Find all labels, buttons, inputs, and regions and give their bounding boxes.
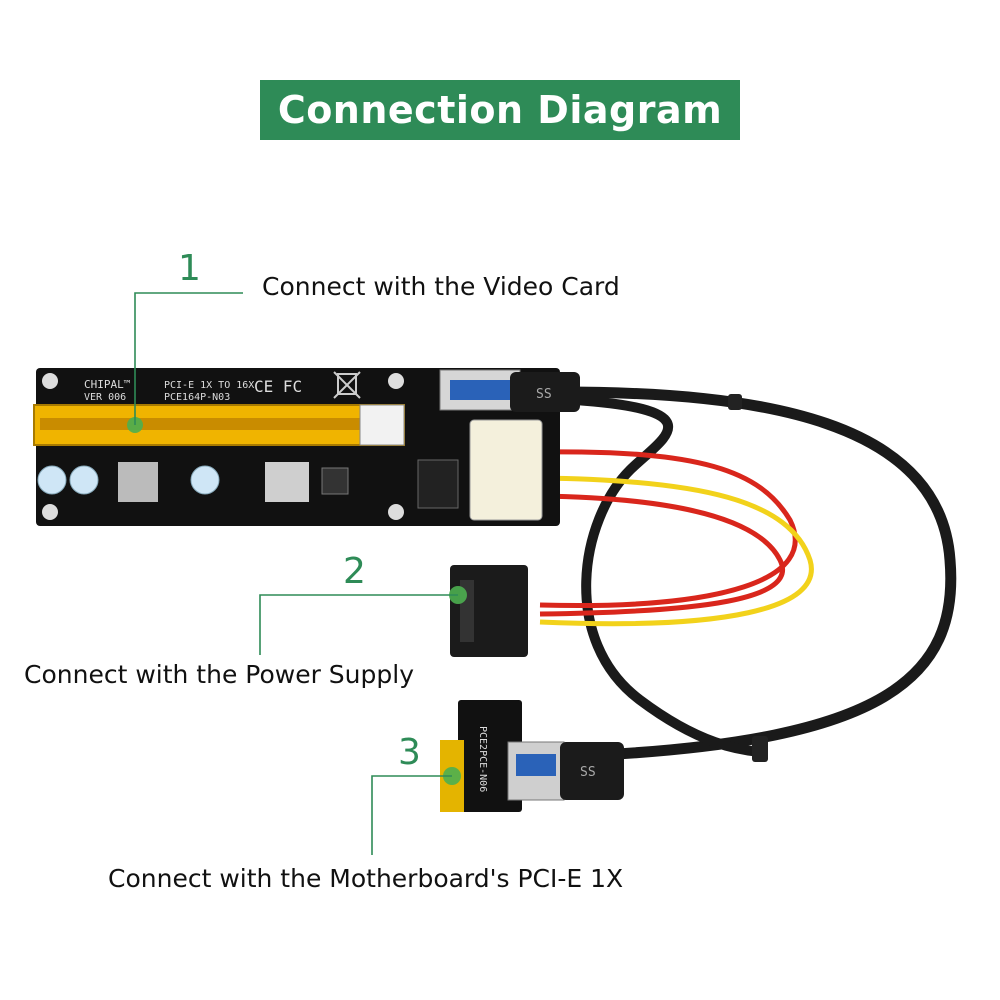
capacitor xyxy=(69,465,99,495)
mount-hole xyxy=(42,504,58,520)
caption-video-card: Connect with the Video Card xyxy=(262,272,620,301)
cert-marks: CE FC xyxy=(254,377,302,396)
red-wire-1 xyxy=(539,449,798,608)
cable-ferrule-bottom xyxy=(752,736,768,762)
slot-channel xyxy=(40,418,398,430)
page-title: Connection Diagram xyxy=(277,88,723,132)
mount-hole xyxy=(388,373,404,389)
usb-plug-top: SS xyxy=(510,372,580,412)
regulator-chip xyxy=(118,462,158,502)
callout-number-1: 1 xyxy=(178,248,201,289)
callout-line-1 xyxy=(134,292,243,425)
spec-text: PCI-E 1X TO 16X xyxy=(164,380,254,391)
six-pin-header xyxy=(417,459,459,509)
mount-hole xyxy=(42,373,58,389)
adapter-board: PCE2PCE-N06 xyxy=(440,700,565,812)
usb-port-tongue xyxy=(450,380,510,400)
usb-ss-icon: SS xyxy=(536,387,552,402)
model-text: PCE164P-N03 xyxy=(164,392,230,403)
ic-chip xyxy=(321,467,349,495)
cable-ferrule-top xyxy=(728,394,742,410)
usb-plug-bottom: SS xyxy=(560,742,624,800)
callout-line-3 xyxy=(371,775,452,855)
usb-port-adapter-tongue xyxy=(516,754,556,776)
yellow-wire xyxy=(539,475,814,627)
title-banner: Connection Diagram xyxy=(260,80,740,140)
capacitor xyxy=(37,465,67,495)
caption-power-supply: Connect with the Power Supply xyxy=(24,660,415,689)
usb-plug-body xyxy=(510,372,580,412)
usb-cable-outer xyxy=(554,386,957,761)
usb-cable-loop xyxy=(570,395,765,757)
usb-plug-body-2 xyxy=(560,742,624,800)
caption-motherboard: Connect with the Motherboard's PCI-E 1X xyxy=(108,864,624,893)
weee-bin-icon xyxy=(333,371,361,399)
capacitor xyxy=(190,465,220,495)
slot-latch xyxy=(359,404,405,446)
callout-number-2: 2 xyxy=(343,551,366,592)
brand-text: CHIPAL™ xyxy=(84,378,130,391)
version-text: VER 006 xyxy=(84,392,126,403)
usb-ss-icon: SS xyxy=(580,765,596,780)
molex-connector xyxy=(469,419,543,521)
adapter-pcb xyxy=(458,700,522,812)
inductor xyxy=(265,462,309,502)
adapter-model-text: PCE2PCE-N06 xyxy=(477,726,488,792)
callout-number-3: 3 xyxy=(398,732,421,773)
riser-board: CHIPAL™ VER 006 PCI-E 1X TO 16X PCE164P-… xyxy=(33,368,560,526)
sata-power-connector xyxy=(449,565,528,657)
callout-line-2 xyxy=(259,594,458,655)
mount-hole xyxy=(388,504,404,520)
red-wire-2 xyxy=(539,493,785,617)
